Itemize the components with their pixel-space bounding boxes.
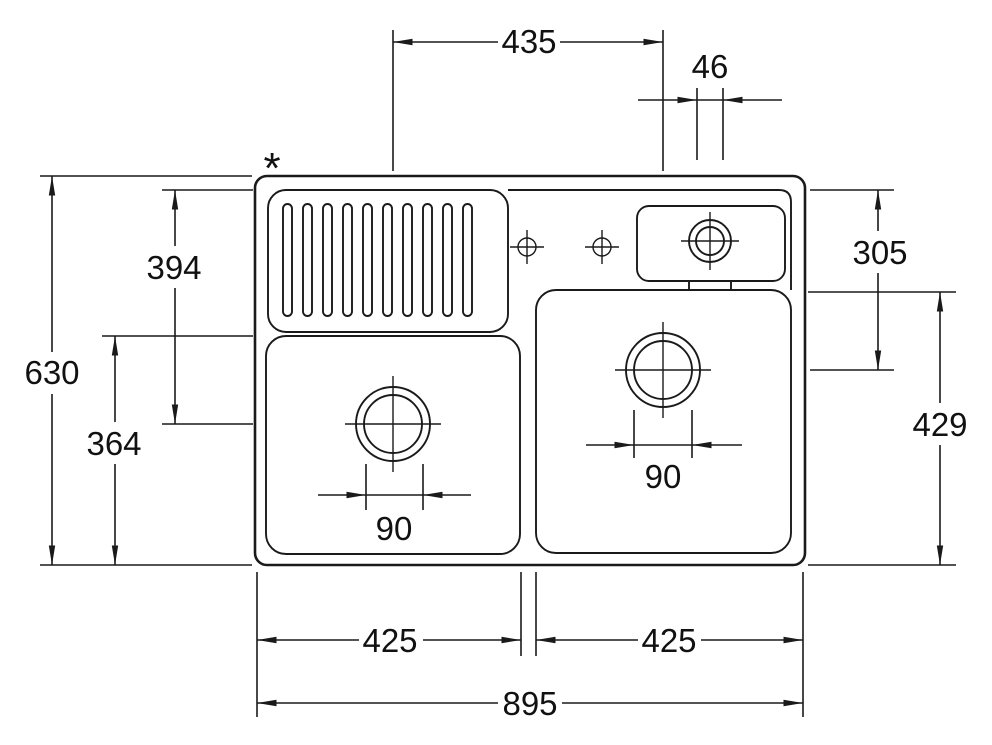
left-bowl [265,335,521,555]
dim-label-425-right: 425 [641,622,696,659]
drainer-area [267,189,509,333]
dimension-429: 429 [808,291,968,566]
dimension-394: 394 [146,189,253,425]
dim-label-364: 364 [86,425,141,462]
bottom-extension-lines [256,572,804,717]
dim-label-630: 630 [24,354,79,391]
asterisk-marker: * [263,144,280,193]
inner-rim-line [508,189,792,290]
dim-label-425-left: 425 [362,622,417,659]
dim-label-90-left: 90 [376,510,413,547]
dimension-90-left: 90 [318,464,471,547]
dim-label-305: 305 [852,234,907,271]
dimension-305: 305 [810,189,908,371]
dimension-364: 364 [86,335,253,565]
drain-right [615,322,711,418]
right-bowl [535,289,792,554]
drainer-ribs [282,203,473,317]
dim-label-895: 895 [502,685,557,722]
drain-left [345,376,441,472]
dimension-46: 46 [638,48,782,160]
faucet-position-marker-left [510,230,544,264]
dim-label-429: 429 [912,406,967,443]
dim-label-435: 435 [501,23,556,60]
dim-label-46: 46 [692,48,729,85]
sink-outline [253,174,807,567]
dim-label-90-right: 90 [645,458,682,495]
dimension-90-right: 90 [586,410,742,495]
dimension-895: 895 [257,685,803,722]
dimension-425-right: 425 [536,622,803,659]
dimension-425-left: 425 [257,622,521,659]
tap-ledge [636,205,786,290]
faucet-position-marker-right [585,230,619,264]
tap-hole [681,212,739,270]
dimension-435: 435 [392,23,664,171]
dim-label-394: 394 [146,249,201,286]
dimension-630: 630 [24,175,252,566]
